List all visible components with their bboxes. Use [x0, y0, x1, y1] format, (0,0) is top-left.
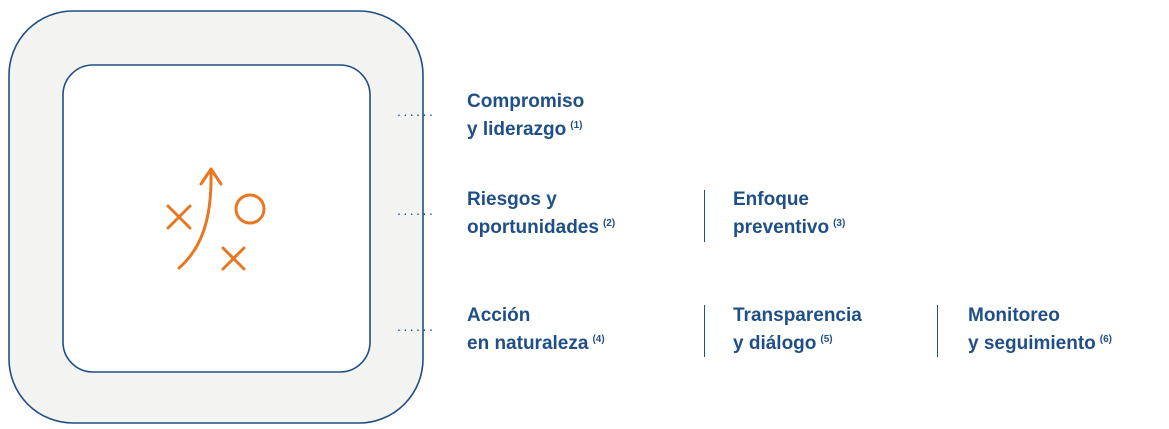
principle-line1: Enfoque	[733, 189, 809, 210]
x-mark-icon	[166, 204, 192, 230]
principle-line2: y seguimiento	[968, 333, 1096, 354]
principle-ref: (4)	[592, 334, 605, 345]
connector-dots-3: ......	[397, 318, 436, 334]
principle-ref: (6)	[1099, 334, 1112, 345]
principle-enfoque: Enfoque preventivo(3)	[733, 186, 845, 242]
circle-mark-icon	[234, 193, 266, 225]
separator	[704, 190, 705, 242]
principle-line2: preventivo	[733, 217, 830, 238]
principle-line2: y liderazgo	[467, 119, 567, 140]
connector-dots-1: ......	[397, 103, 436, 119]
principle-line2: en naturaleza	[467, 333, 589, 354]
strategy-play-icon	[166, 167, 266, 271]
inner-frame	[62, 64, 371, 373]
principle-monitoreo: Monitoreo y seguimiento(6)	[968, 302, 1112, 358]
arrow-curve-icon	[177, 170, 213, 270]
connector-dots-2: ......	[397, 202, 436, 218]
principle-riesgos: Riesgos y oportunidades(2)	[467, 186, 615, 242]
separator	[704, 305, 705, 357]
principle-transparencia: Transparencia y diálogo(5)	[733, 302, 862, 358]
principle-line2: y diálogo	[733, 333, 817, 354]
principle-line1: Acción	[467, 305, 531, 326]
principle-ref: (2)	[602, 218, 616, 229]
principle-line1: Riesgos y	[467, 189, 557, 210]
principle-accion: Acción en naturaleza(4)	[467, 302, 605, 358]
arrow-head-icon	[199, 167, 223, 186]
principle-line1: Transparencia	[733, 305, 862, 326]
x-mark-icon	[221, 246, 246, 271]
principle-ref: (1)	[570, 120, 583, 131]
principle-ref: (5)	[820, 334, 833, 345]
principle-ref: (3)	[833, 218, 846, 229]
separator	[937, 305, 938, 357]
principle-line2: oportunidades	[467, 217, 599, 238]
principle-line1: Monitoreo	[968, 305, 1060, 326]
principle-line1: Compromiso	[467, 91, 585, 112]
principle-compromiso: Compromiso y liderazgo(1)	[467, 88, 584, 144]
